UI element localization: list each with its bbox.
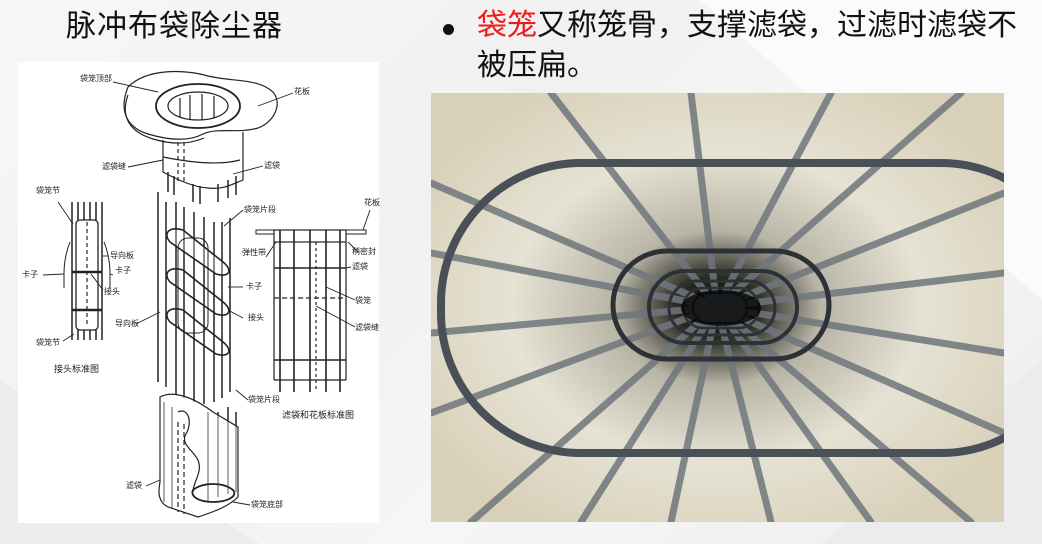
caption-bag-sheet-standard: 滤袋和花板标准图 [282, 411, 355, 421]
label-seal: 稍密封 [352, 247, 376, 256]
highlighted-term: 袋笼 [477, 8, 537, 43]
label-connector-left: 接头 [104, 287, 120, 296]
label-elastic-band: 弹性带 [242, 248, 266, 257]
label-bag-right: 滤袋 [352, 262, 368, 271]
caption-connector-standard: 接头标准图 [54, 365, 100, 375]
label-cage-section-bottom: 袋笼片段 [248, 395, 280, 404]
label-cage-bottom: 袋笼底部 [251, 500, 283, 509]
label-clip-left: 卡子 [22, 270, 38, 279]
bag-cage-photo [431, 93, 1004, 522]
label-cage-joint-lower: 袋笼节 [36, 338, 60, 347]
bullet-body: 又称笼骨，支撑滤袋，过滤时滤袋不被压扁。 [477, 8, 1017, 83]
bullet-text: 袋笼又称笼骨，支撑滤袋，过滤时滤袋不被压扁。 [477, 6, 1037, 86]
slide-title: 脉冲布袋除尘器 [66, 9, 283, 44]
label-bag-top: 滤袋 [264, 161, 280, 170]
label-cage-joint-upper: 袋笼节 [36, 186, 60, 195]
label-tube-sheet-top: 花板 [294, 87, 310, 96]
label-bag-bottom: 滤袋 [126, 481, 142, 490]
label-bag-seam-right: 滤袋缝 [355, 323, 379, 332]
label-cage-top: 袋笼顶部 [80, 74, 112, 83]
label-guide-plate-mid: 导向板 [115, 319, 139, 328]
label-guide-plate-left: 导向板 [110, 251, 134, 260]
label-tube-sheet-right: 花板 [364, 198, 380, 207]
label-clip-right: 卡子 [115, 266, 131, 275]
label-bag-seam-top: 滤袋缝 [102, 162, 126, 171]
label-connector-mid: 接头 [248, 313, 264, 322]
cage-interior-illustration [431, 93, 1004, 522]
label-cage-right: 袋笼 [355, 296, 371, 305]
diagram-drawing [42, 70, 371, 518]
bag-cage-diagram: 袋笼顶部 花板 滤袋缝 滤袋 袋笼片段 袋笼节 导向板 卡子 卡子 接头 袋笼节… [18, 62, 380, 523]
label-clip-mid: 卡子 [246, 282, 262, 291]
bullet-dot-icon [443, 24, 454, 35]
label-cage-section-top: 袋笼片段 [244, 205, 276, 214]
